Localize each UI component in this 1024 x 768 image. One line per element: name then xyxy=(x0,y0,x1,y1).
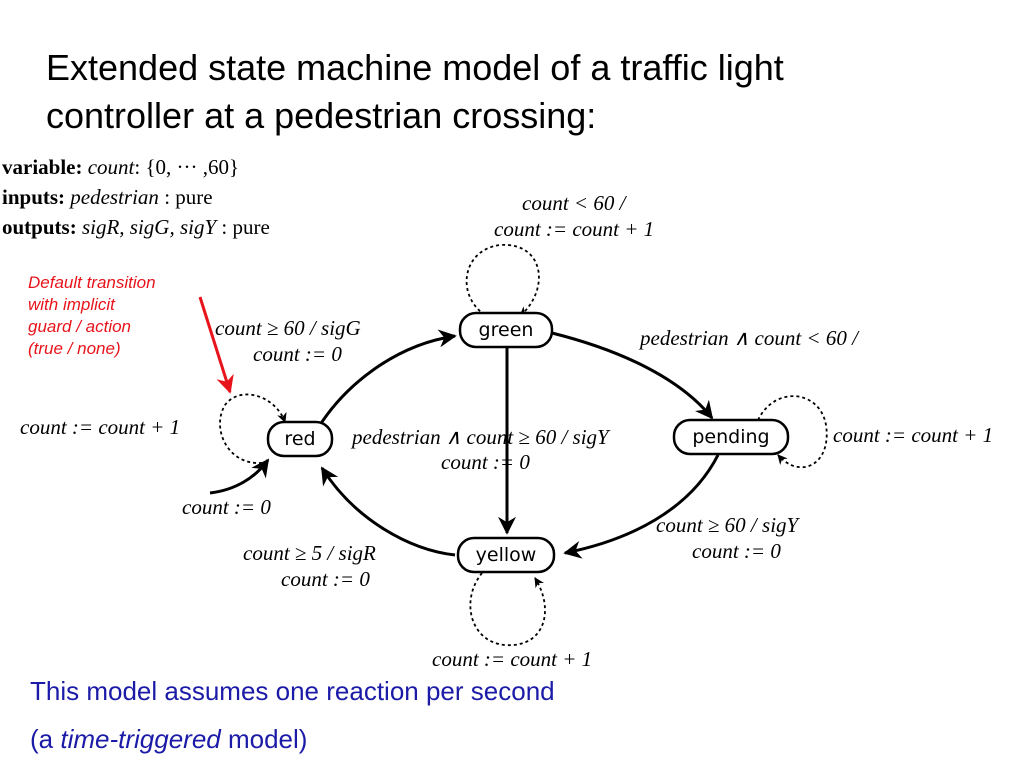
title-line-1: Extended state machine model of a traffi… xyxy=(46,47,784,88)
red-self-label: count := count + 1 xyxy=(20,415,180,439)
variable-key: variable: xyxy=(2,155,83,179)
pending-to-yellow-action: count := 0 xyxy=(692,539,781,563)
outputs-declaration: outputs: sigR, sigG, sigY : pure xyxy=(2,215,270,240)
default-transition-note: Default transition with implicit guard /… xyxy=(28,272,208,360)
edge-green-to-pending xyxy=(551,331,714,420)
self-loop-green xyxy=(465,244,540,319)
initial-action-label: count := 0 xyxy=(182,495,271,519)
caption-line-2-pre: (a xyxy=(30,724,61,754)
state-green-label: green xyxy=(479,319,534,341)
state-pending-label: pending xyxy=(692,426,769,448)
slide-title: Extended state machine model of a traffi… xyxy=(46,44,1006,140)
edge-yellow-to-red xyxy=(320,466,456,557)
note-line-3: guard / action xyxy=(28,317,132,336)
state-red: red xyxy=(266,420,334,458)
green-to-yellow-guard: pedestrian ∧ count ≥ 60 / sigY xyxy=(350,425,611,449)
outputs-key: outputs: xyxy=(2,215,77,239)
state-green: green xyxy=(458,311,554,349)
green-self-guard: count < 60 / xyxy=(522,191,628,215)
inputs-declaration: inputs: pedestrian : pure xyxy=(2,185,213,210)
caption-line-1: This model assumes one reaction per seco… xyxy=(30,676,555,706)
note-line-4: (true / none) xyxy=(28,339,121,358)
outputs-type: : pure xyxy=(216,215,270,239)
variable-name: count xyxy=(87,155,135,179)
yellow-to-red-guard: count ≥ 5 / sigR xyxy=(243,541,376,565)
variable-domain: : {0, ··· ,60} xyxy=(134,155,240,179)
state-red-label: red xyxy=(284,428,315,450)
variable-declaration: variable: count: {0, ··· ,60} xyxy=(2,155,239,180)
state-yellow: yellow xyxy=(456,536,556,574)
edge-initial xyxy=(209,458,270,495)
title-line-2: controller at a pedestrian crossing: xyxy=(46,95,597,136)
green-to-yellow-action: count := 0 xyxy=(441,450,530,474)
green-self-action: count := count + 1 xyxy=(494,217,654,241)
inputs-type: : pure xyxy=(158,185,213,209)
self-loop-red xyxy=(219,393,287,464)
red-to-green-action: count := 0 xyxy=(253,342,342,366)
self-loop-yellow xyxy=(469,572,546,646)
caption-line-2: (a time-triggered model) xyxy=(30,724,307,755)
state-pending: pending xyxy=(672,418,790,456)
inputs-key: inputs: xyxy=(2,185,66,209)
annotation-arrow xyxy=(198,296,234,394)
yellow-to-red-action: count := 0 xyxy=(281,567,370,591)
red-to-green-guard: count ≥ 60 / sigG xyxy=(215,316,361,340)
caption-line-2-emphasis: time-triggered xyxy=(60,724,221,754)
note-line-2: with implicit xyxy=(28,295,115,314)
edge-pending-to-yellow xyxy=(563,454,720,559)
outputs-names: sigR, sigG, sigY xyxy=(81,215,217,239)
edge-red-to-green xyxy=(316,329,457,429)
caption-line-2-post: model) xyxy=(220,724,308,754)
note-line-1: Default transition xyxy=(28,273,156,292)
self-loop-pending xyxy=(757,395,828,469)
pending-to-yellow-guard: count ≥ 60 / sigY xyxy=(656,513,801,537)
state-yellow-label: yellow xyxy=(476,544,537,566)
pending-self-label: count := count + 1 xyxy=(833,423,993,447)
inputs-name: pedestrian xyxy=(70,185,159,209)
green-to-pending-label: pedestrian ∧ count < 60 / xyxy=(638,326,860,350)
yellow-self-label: count := count + 1 xyxy=(432,647,592,671)
